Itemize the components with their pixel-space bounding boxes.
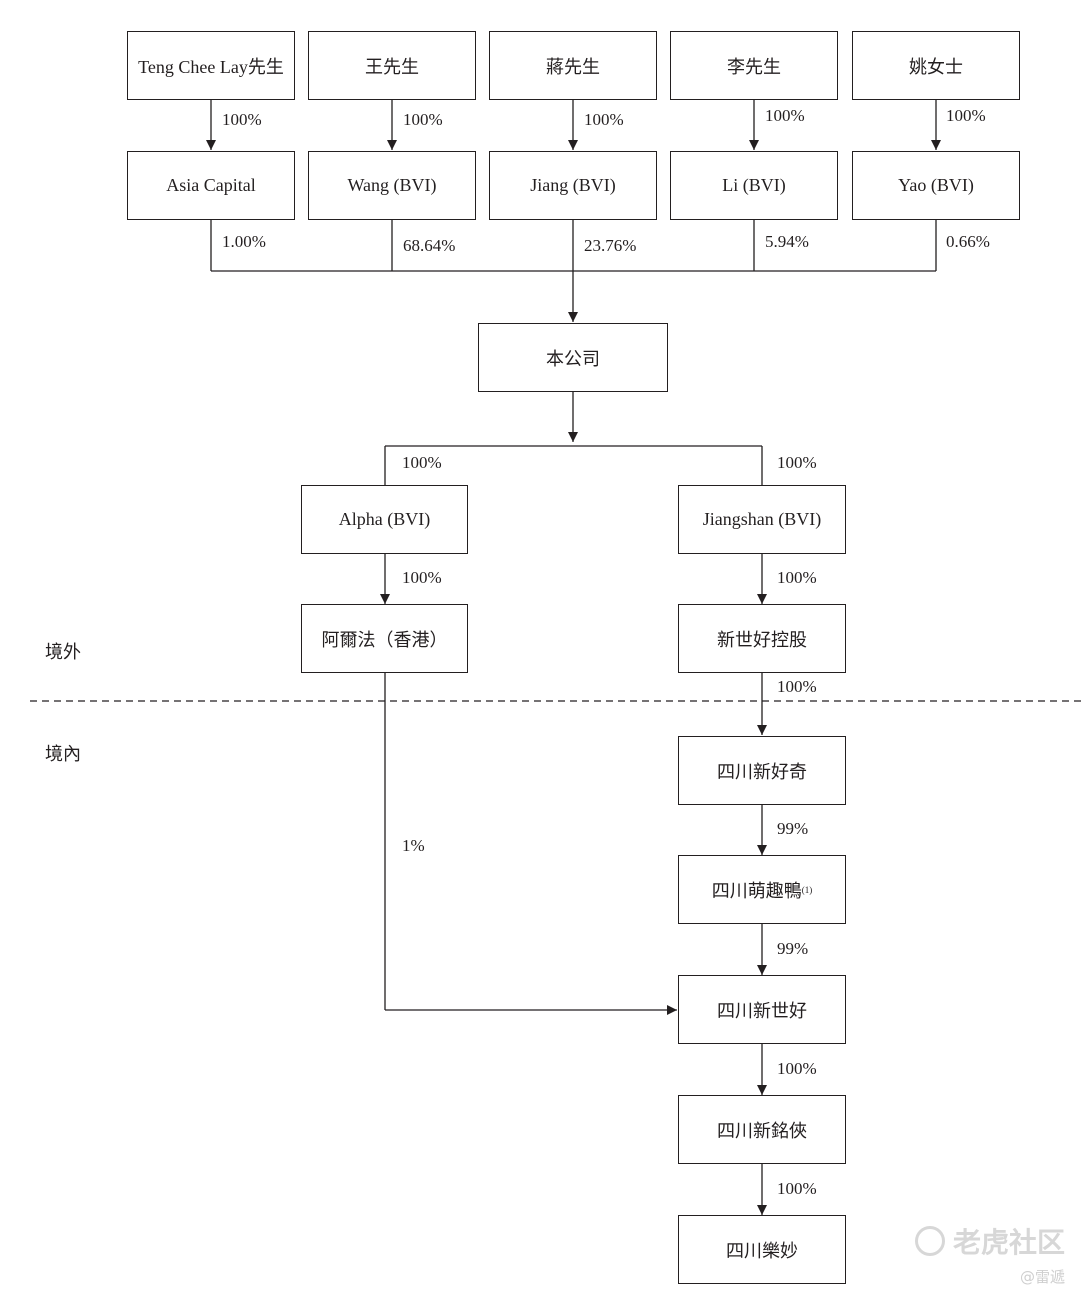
pct-wang-holding: 100% [403, 110, 443, 129]
alpha-hk-box: 阿爾法（香港） [301, 604, 468, 673]
alpha-bvi-box: Alpha (BVI) [301, 485, 468, 554]
vehicle-yao-bvi: Yao (BVI) [852, 151, 1020, 220]
pct-jiang-bvi: 23.76% [584, 236, 637, 255]
shareholder-jiang: 蔣先生 [489, 31, 657, 100]
shareholder-li: 李先生 [670, 31, 838, 100]
watermark-brand: 老虎社区 [952, 1226, 1065, 1259]
pct-chain-1: 99% [777, 819, 809, 838]
tiger-logo-icon [914, 1226, 945, 1256]
pct-holdco: 100% [777, 568, 817, 587]
company-box: 本公司 [478, 323, 668, 392]
pct-jiang-holding: 100% [584, 110, 624, 129]
chain-box-4: 四川樂妙 [678, 1215, 846, 1284]
pct-chain-2: 99% [777, 939, 809, 958]
vehicle-li-bvi: Li (BVI) [670, 151, 838, 220]
region-offshore: 境外 [45, 642, 81, 662]
region-onshore: 境內 [45, 744, 81, 764]
pct-chain-4: 100% [777, 1179, 817, 1198]
chain-box-0: 四川新好奇 [678, 736, 846, 805]
watermark-author: @雷遞 [1019, 1268, 1065, 1286]
shareholder-teng: Teng Chee Lay先生 [127, 31, 295, 100]
pct-chain-0: 100% [777, 677, 817, 696]
chain-box-2: 四川新世好 [678, 975, 846, 1044]
shareholder-wang: 王先生 [308, 31, 476, 100]
pct-yao-bvi: 0.66% [946, 232, 990, 251]
watermark: 老虎社区 [914, 1221, 1065, 1261]
pct-alpha-hk: 100% [402, 568, 442, 587]
vehicle-jiang-bvi: Jiang (BVI) [489, 151, 657, 220]
pct-chain-3: 100% [777, 1059, 817, 1078]
jiangshan-bvi-box: Jiangshan (BVI) [678, 485, 846, 554]
holdco-box: 新世好控股 [678, 604, 846, 673]
pct-jiangshan: 100% [777, 453, 817, 472]
vehicle-wang-bvi: Wang (BVI) [308, 151, 476, 220]
pct-yao-holding: 100% [946, 106, 986, 125]
chain-box-3: 四川新銘俠 [678, 1095, 846, 1164]
pct-asia-capital: 1.00% [222, 232, 266, 251]
vehicle-asia-capital: Asia Capital [127, 151, 295, 220]
pct-alpha-cross: 1% [402, 836, 425, 855]
pct-li-bvi: 5.94% [765, 232, 809, 251]
pct-alpha: 100% [402, 453, 442, 472]
pct-teng-holding: 100% [222, 110, 262, 129]
chain-box-1: 四川萌趣鴨(1) [678, 855, 846, 924]
pct-li-holding: 100% [765, 106, 805, 125]
pct-wang-bvi: 68.64% [403, 236, 456, 255]
footnote-marker: (1) [801, 884, 813, 895]
shareholder-yao: 姚女士 [852, 31, 1020, 100]
